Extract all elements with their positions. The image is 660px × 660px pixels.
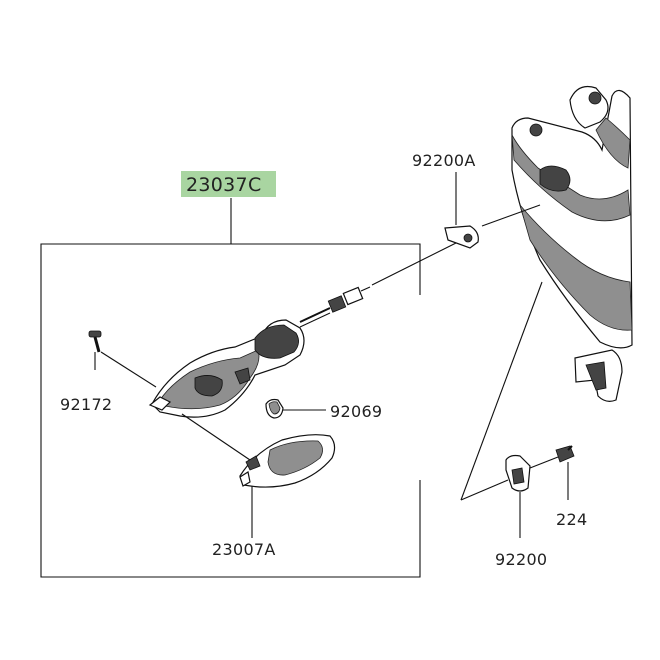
- label-23007A[interactable]: 23007A: [212, 540, 276, 559]
- label-92172[interactable]: 92172: [60, 395, 112, 414]
- leader-lower-left: [460, 281, 543, 501]
- lens-icon: [239, 434, 336, 488]
- bulb-icon: [265, 398, 284, 419]
- bolt-icon: [555, 445, 575, 463]
- leader-wire-route: [371, 242, 457, 286]
- label-92200A[interactable]: 92200A: [412, 151, 476, 170]
- label-92069[interactable]: 92069: [330, 402, 382, 421]
- screw-icon: [88, 330, 102, 353]
- label-92200[interactable]: 92200: [495, 550, 547, 569]
- assembly-label[interactable]: 23037C: [186, 174, 262, 196]
- assembly-frame: [40, 243, 421, 578]
- clip-lower-icon: [505, 454, 531, 492]
- assembly-label-highlight: [181, 171, 276, 197]
- clip-upper-icon: [444, 225, 479, 249]
- wire-connector: [299, 286, 371, 328]
- turn-signal-housing: [148, 319, 305, 418]
- fairing-panel: [511, 85, 633, 402]
- label-224[interactable]: 224: [556, 510, 587, 529]
